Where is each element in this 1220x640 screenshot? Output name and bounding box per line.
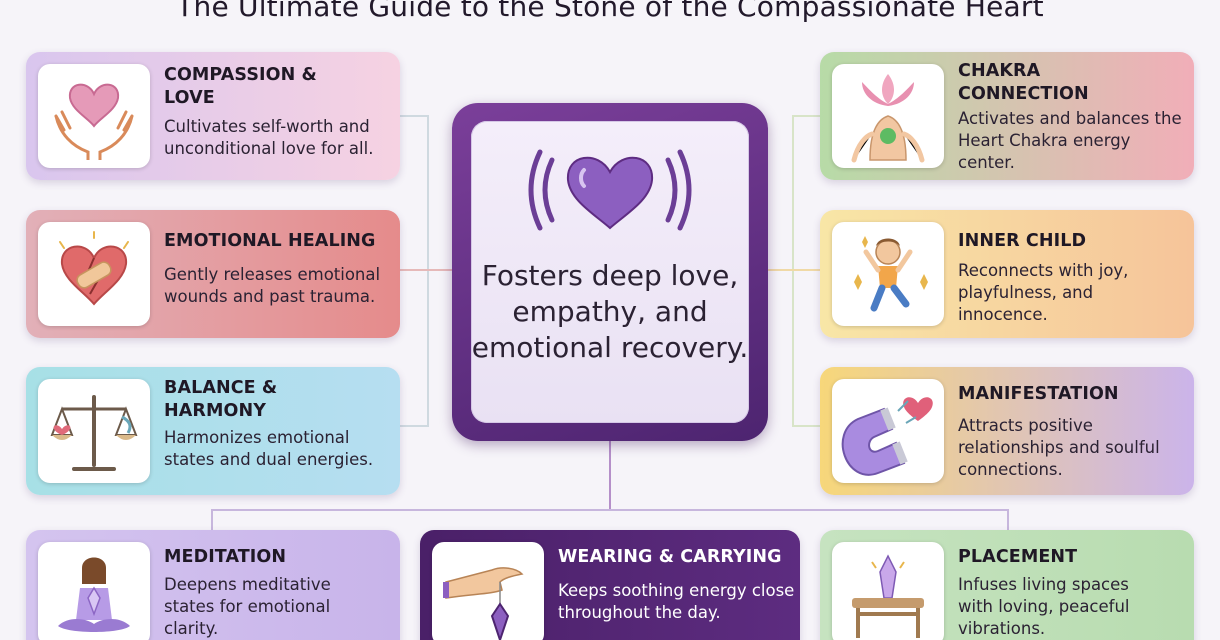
card-description: Reconnects with joy, playfulness, and in… <box>958 261 1129 324</box>
card-title: INNER CHILD <box>958 231 1087 251</box>
lotus-chakra-icon <box>832 64 944 168</box>
card-placement: PLACEMENT Infuses living spaces with lov… <box>820 530 1194 640</box>
card-description: Deepens meditative states for emotional … <box>164 575 331 638</box>
bandaged-heart-icon <box>38 222 150 326</box>
pendant-hand-icon <box>432 542 544 640</box>
card-chakra-connection: CHAKRA CONNECTION Activates and balances… <box>820 52 1194 180</box>
card-description: Harmonizes emotional states and dual ene… <box>164 428 374 469</box>
card-balance-harmony: BALANCE & HARMONY Harmonizes emotional s… <box>26 367 400 495</box>
card-title: EMOTIONAL HEALING <box>164 231 376 251</box>
heart-waves-icon <box>528 149 692 231</box>
center-text: Fosters deep love, empathy, and emotiona… <box>471 259 749 364</box>
card-meditation: MEDITATION Deepens meditative states for… <box>26 530 400 640</box>
card-title: CHAKRA CONNECTION <box>958 61 1089 104</box>
page-title: The Ultimate Guide to the Stone of the C… <box>176 0 1044 23</box>
meditating-person-icon <box>38 542 150 640</box>
card-description: Keeps soothing energy close throughout t… <box>558 581 795 622</box>
scales-icon <box>38 379 150 483</box>
card-title: BALANCE & HARMONY <box>164 378 278 421</box>
heart-hands-icon <box>38 64 150 168</box>
card-description: Cultivates self-worth and unconditional … <box>164 117 374 158</box>
card-title: PLACEMENT <box>958 547 1078 567</box>
magnet-heart-icon <box>832 379 944 483</box>
card-title: MANIFESTATION <box>958 384 1119 404</box>
card-title: WEARING & CARRYING <box>558 547 782 567</box>
card-wearing-carrying: WEARING & CARRYING Keeps soothing energy… <box>420 530 800 640</box>
card-manifestation: MANIFESTATION Attracts positive relation… <box>820 367 1194 495</box>
card-compassion-love: COMPASSION & LOVE Cultivates self-worth … <box>26 52 400 180</box>
card-emotional-healing: EMOTIONAL HEALING Gently releases emotio… <box>26 210 400 338</box>
card-description: Attracts positive relationships and soul… <box>958 416 1160 479</box>
card-title: COMPASSION & LOVE <box>164 65 317 108</box>
jumping-child-icon <box>832 222 944 326</box>
card-description: Infuses living spaces with loving, peace… <box>958 575 1130 638</box>
card-title: MEDITATION <box>164 547 287 567</box>
card-description: Gently releases emotional wounds and pas… <box>164 265 381 306</box>
card-inner-child: INNER CHILD Reconnects with joy, playful… <box>820 210 1194 338</box>
crystal-table-icon <box>832 542 944 640</box>
card-description: Activates and balances the Heart Chakra … <box>958 109 1182 172</box>
